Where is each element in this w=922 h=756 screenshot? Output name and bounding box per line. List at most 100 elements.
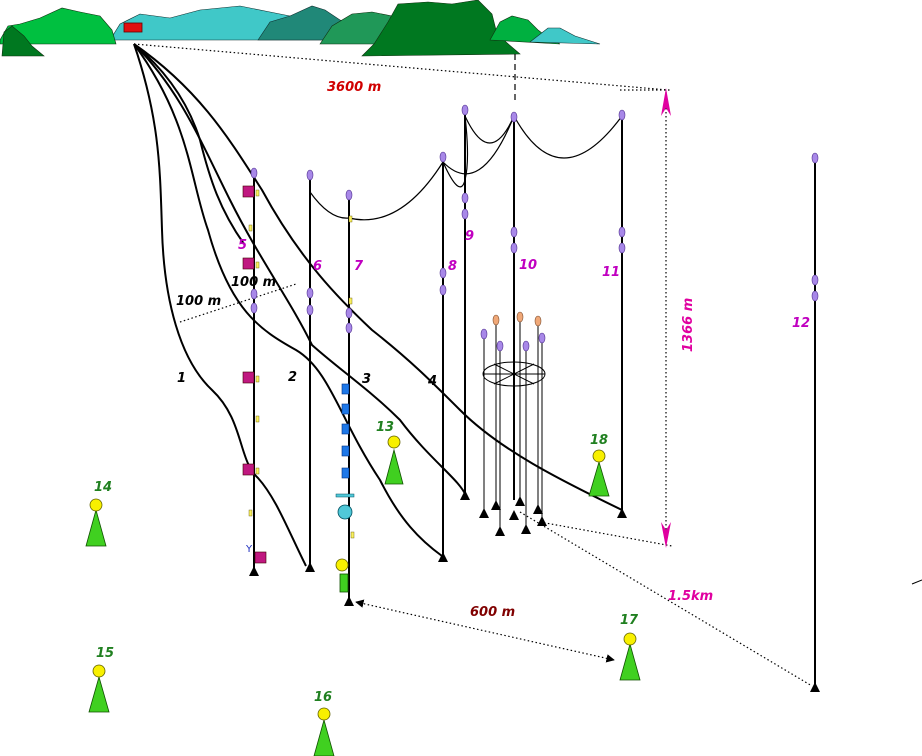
station-15-icon: [88, 664, 110, 713]
anchor-icon: [509, 510, 519, 520]
catenary-10-8: [442, 115, 515, 175]
float-icon: [250, 288, 258, 300]
cable-label-3: 3: [362, 372, 371, 387]
catenary-9-10: [464, 115, 515, 144]
distance-label-600: 600 m: [470, 605, 515, 620]
float-icon: [345, 322, 353, 334]
hill-right-cyan: [529, 27, 601, 45]
distance-label-1-5km: 1.5km: [668, 589, 713, 604]
module-yellow-icon: [255, 467, 260, 475]
module-magenta-icon: [242, 257, 255, 270]
edge-tick: [911, 579, 922, 585]
float-icon: [510, 242, 518, 254]
float-icon: [618, 226, 626, 238]
module-yellow-icon: [255, 189, 260, 197]
cable-4: [133, 43, 623, 511]
anchor-icon: [515, 496, 525, 506]
float-icon: [461, 104, 469, 116]
float-icon: [250, 167, 258, 179]
module-magenta-icon: [242, 463, 255, 476]
hill-dark-big: [361, 0, 521, 57]
line-7-instruments: [335, 383, 355, 593]
anchor-icon: [491, 500, 501, 510]
module-yellow-icon: [348, 215, 353, 223]
module-magenta-icon: [254, 551, 267, 564]
anchor-icon: [344, 596, 354, 606]
float-icon: [522, 340, 530, 352]
distance-label-3600: 3600 m: [327, 80, 381, 95]
float-icon: [538, 332, 546, 344]
buoy-yellow-icon: [335, 558, 349, 572]
anchor-icon: [521, 524, 531, 534]
cable-1: [133, 43, 307, 567]
distance-label-100a: 100 m: [176, 294, 221, 309]
station-label-13: 13: [376, 420, 394, 435]
catenary-7-8: [348, 161, 444, 221]
cable-fanout: [133, 43, 245, 245]
station-16-icon: [313, 707, 335, 756]
module-yellow-icon: [348, 297, 353, 305]
junction-box-icon: [339, 573, 349, 593]
cable-2: [133, 43, 443, 557]
anchor-icon: [479, 508, 489, 518]
float-icon: [461, 208, 469, 220]
float-icon: [345, 307, 353, 319]
module-blue-icon: [341, 423, 350, 435]
anchor-icon: [460, 490, 470, 500]
float-icon: [811, 152, 819, 164]
station-13-icon: [384, 435, 404, 485]
line-label-9: 9: [465, 229, 474, 244]
anchor-icon: [305, 562, 315, 572]
module-yellow-icon: [255, 415, 260, 423]
float-icon: [811, 274, 819, 286]
anchor-icon: [810, 682, 820, 692]
float-icon: [618, 242, 626, 254]
adcp-bar-icon: [335, 493, 355, 498]
coastline-hills: [0, 0, 601, 57]
float-icon: [480, 328, 488, 340]
float-icon: [306, 304, 314, 316]
dim-100m-a: [179, 283, 297, 323]
float-icon: [510, 111, 518, 123]
float-icon: [439, 267, 447, 279]
line-label-5: 5: [238, 238, 247, 253]
top-catenaries: [309, 115, 623, 221]
seabed-stations: [85, 435, 641, 756]
anchor-icon: [533, 504, 543, 514]
dim-1-5km: [519, 511, 813, 687]
detection-lines: [253, 106, 816, 686]
cable-label-2: 2: [288, 370, 297, 385]
ring-spoke-3: [493, 363, 535, 385]
anchors: [249, 490, 820, 692]
module-blue-icon: [341, 383, 350, 395]
sensor-y-icon: Y: [245, 544, 253, 555]
station-14-icon: [85, 498, 107, 547]
line-label-8: 8: [448, 259, 457, 274]
distance-label-100b: 100 m: [231, 275, 276, 290]
anchor-icon: [537, 516, 547, 526]
float-icon: [250, 302, 258, 314]
float-icon: [345, 189, 353, 201]
float-icon: [439, 284, 447, 296]
module-blue-icon: [341, 403, 350, 415]
anchor-icon: [438, 552, 448, 562]
dim-bottom-ref: [539, 521, 673, 547]
module-magenta-icon: [242, 371, 255, 384]
distance-label-1366: 1366 m: [681, 298, 696, 352]
hill-green-left: [0, 7, 117, 45]
station-17-icon: [619, 632, 641, 681]
dim-600m: [355, 599, 615, 663]
line-5-modules: Y: [242, 185, 355, 564]
catenary-6-7: [309, 191, 350, 219]
floats-orange: [492, 311, 542, 327]
anchor-icon: [617, 508, 627, 518]
module-yellow-icon: [255, 375, 260, 383]
float-icon: [306, 169, 314, 181]
station-label-16: 16: [314, 690, 332, 705]
floats: [250, 104, 819, 352]
station-label-14: 14: [94, 480, 112, 495]
catenary-8-9: [442, 115, 469, 188]
float-icon: [618, 109, 626, 121]
cable-3: [133, 43, 467, 497]
